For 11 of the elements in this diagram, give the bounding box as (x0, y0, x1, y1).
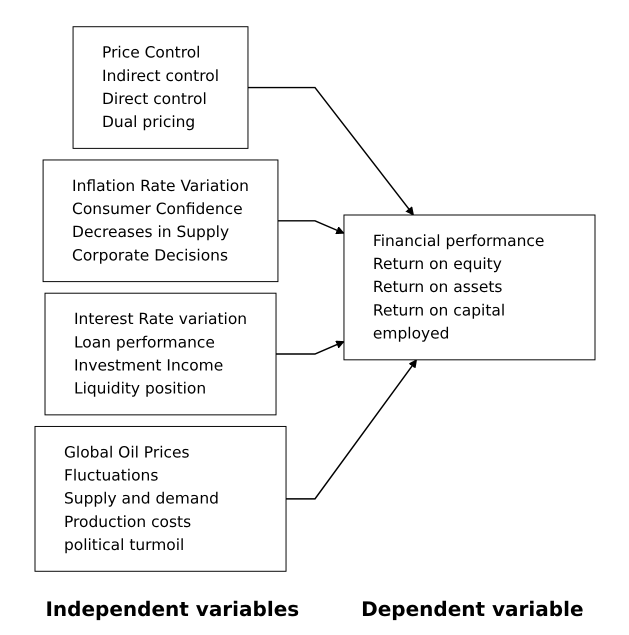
arrow (276, 340, 344, 354)
column-caption: Independent variables (45, 597, 300, 621)
arrow (286, 358, 416, 500)
node-box: Price Control Indirect control Direct control Dual pricing (72, 26, 248, 148)
node-box: Financial performance Return on equity Return on assets Return on capital employed (342, 214, 595, 360)
arrow (277, 220, 344, 234)
arrow (247, 86, 414, 215)
column-caption: Dependent variable (361, 597, 584, 621)
node-box: Interest Rate variation Loan performance Investment Income Liquidity position (44, 292, 276, 415)
node-box: Global Oil Prices Fluctuations Supply and demand Production costs political turmoil (34, 425, 286, 572)
node-box: Inflation Rate Variation Consumer Confidence Decreases in Supply Corporate Decisions (42, 158, 278, 282)
